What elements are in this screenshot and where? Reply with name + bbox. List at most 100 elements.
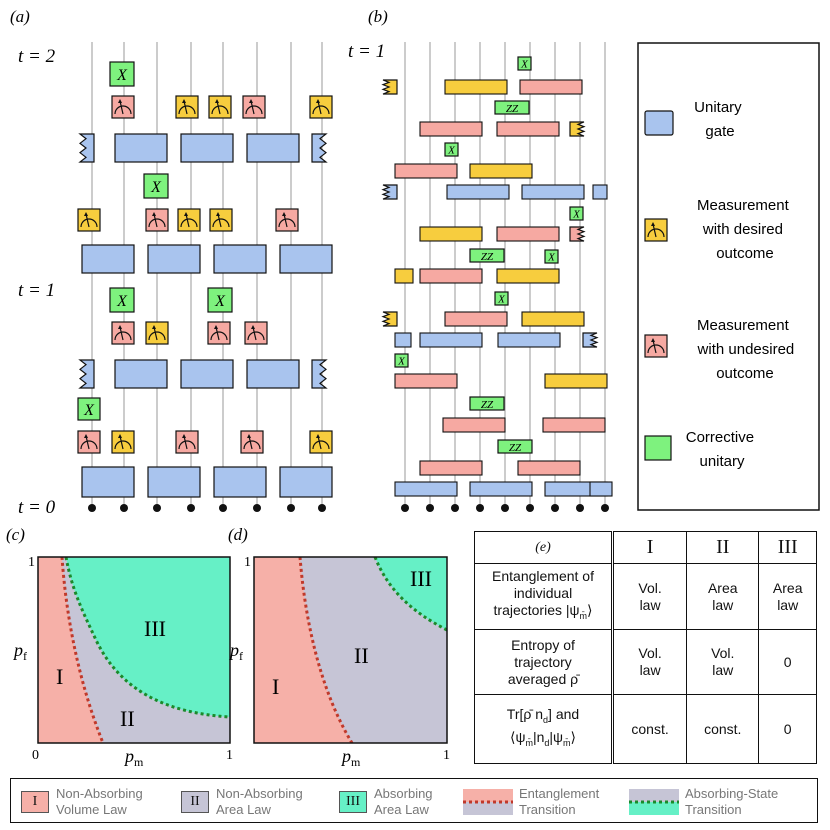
meter-undesired	[145, 208, 169, 232]
meter-undesired	[111, 95, 135, 119]
meter-undesired	[240, 430, 264, 454]
legend-corrective-swatch	[644, 435, 672, 461]
phase-diagram-d: I II III 1 1 pm pf	[228, 555, 450, 769]
qubit-dot	[426, 504, 434, 512]
qubit-dot	[187, 504, 195, 512]
boundary-gate	[78, 133, 95, 163]
qubit-dot	[476, 504, 484, 512]
corrective-x-gate: X	[207, 287, 233, 313]
boundary-gate	[569, 121, 586, 137]
col-header-III: III	[758, 530, 817, 565]
panel-d-label: (d)	[228, 525, 248, 544]
unitary-gate	[213, 466, 267, 498]
time-label-t2: t = 2	[18, 46, 56, 67]
time-label-b-t1: t = 1	[348, 41, 385, 62]
meter-desired	[208, 95, 232, 119]
meter-undesired-bar	[542, 417, 606, 433]
boundary-gate	[381, 79, 398, 95]
meter-undesired-bar	[517, 460, 581, 476]
meter-undesired-bar	[394, 163, 458, 179]
col-header-I: I	[610, 530, 688, 565]
corrective-zz-gate: ZZ	[494, 100, 530, 115]
d-ylabel: pf	[228, 640, 243, 663]
meter-desired-bar	[394, 268, 414, 284]
c-ylabel: pf	[12, 640, 27, 663]
unitary-gate	[394, 332, 412, 348]
meter-undesired	[111, 321, 135, 345]
d-xmax: 1	[443, 748, 450, 763]
legend-right: Unitary gate Measurement with desired ou…	[637, 42, 820, 511]
d-ymax: 1	[244, 555, 251, 570]
svg-text:X: X	[397, 356, 406, 368]
corrective-x-gate: X	[517, 56, 532, 71]
c-xmax: 1	[226, 748, 233, 763]
boundary-gate	[582, 332, 599, 348]
svg-text:X: X	[150, 179, 162, 196]
unitary-gate	[279, 244, 333, 274]
region-label-I-d: I	[272, 674, 279, 699]
time-label-t1: t = 1	[18, 280, 55, 301]
region-label-III-c: III	[144, 616, 166, 641]
col-header-II: II	[686, 530, 760, 565]
meter-desired	[177, 208, 201, 232]
corrective-x-gate: X	[494, 291, 509, 306]
meter-desired	[175, 95, 199, 119]
corrective-x-gate: X	[143, 173, 169, 199]
unitary-gate	[114, 133, 168, 163]
unitary-gate	[589, 481, 613, 497]
absorbing-transition-c	[64, 557, 230, 719]
unitary-gate	[246, 133, 300, 163]
unitary-gate	[497, 332, 561, 348]
svg-text:ZZ: ZZ	[481, 399, 494, 411]
row-head-density: Tr[ρ̄ nd] and⟨ψm̄|nd|ψm̄⟩	[474, 694, 613, 764]
qubit-dot	[551, 504, 559, 512]
panel-b-label: (b)	[368, 7, 388, 26]
unitary-gate	[114, 359, 168, 389]
region-label-III-d: III	[410, 566, 432, 591]
legend-unitary-label: Unitary gate	[694, 99, 746, 140]
corrective-x-gate: X	[109, 61, 135, 87]
swatch-II: II	[181, 790, 209, 813]
cell-density-II: const.	[686, 694, 760, 764]
meter-undesired-bar	[419, 460, 483, 476]
qubit-dot	[576, 504, 584, 512]
region-III-c	[66, 557, 230, 717]
meter-desired-bar	[496, 268, 560, 284]
legend-unitary-swatch	[644, 110, 674, 136]
cell-density-III: 0	[758, 694, 817, 764]
corrective-zz-gate: ZZ	[469, 396, 505, 411]
unitary-gate	[446, 184, 510, 200]
corrective-x-gate: X	[544, 249, 559, 264]
meter-undesired-bar	[496, 226, 560, 242]
meter-desired-bar	[544, 373, 608, 389]
qubit-dot	[318, 504, 326, 512]
qubit-dot	[287, 504, 295, 512]
legend-desired-label: Measurement with desired outcome	[697, 197, 793, 262]
meter-desired	[309, 95, 333, 119]
unitary-gate	[419, 332, 483, 348]
meter-undesired-bar	[394, 373, 458, 389]
meter-desired	[111, 430, 135, 454]
unitary-gate	[81, 244, 135, 274]
svg-text:X: X	[520, 59, 529, 71]
legend-corrective-label: Corrective unitary	[686, 429, 759, 470]
meter-undesired	[242, 95, 266, 119]
swatch-III: III	[339, 790, 367, 813]
legend-undesired-icon	[644, 334, 668, 358]
boundary-gate	[381, 184, 398, 200]
unitary-gate	[147, 244, 201, 274]
boundary-gate	[311, 133, 328, 163]
region-label-I-c: I	[56, 664, 63, 689]
region-III-d	[375, 557, 447, 630]
meter-undesired-bar	[519, 79, 583, 95]
meter-undesired	[77, 430, 101, 454]
meter-desired-bar	[521, 311, 585, 327]
swatch-I: I	[21, 790, 49, 813]
